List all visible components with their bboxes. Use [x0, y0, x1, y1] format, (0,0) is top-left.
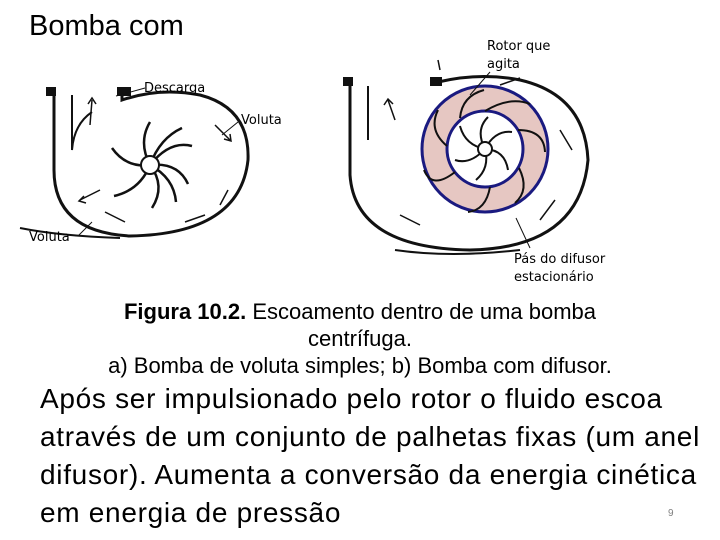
label-descarga: Descarga	[144, 81, 205, 96]
rotor-hub	[478, 142, 492, 156]
pump-diagram: Descarga Voluta Voluta	[0, 0, 720, 300]
label-rotor-line2: agita	[487, 57, 520, 72]
label-voluta-top: Voluta	[241, 113, 282, 128]
caption-text-line1: Escoamento dentro de uma bomba	[246, 299, 596, 324]
impeller-hub	[141, 156, 159, 174]
label-rotor-line1: Rotor que	[487, 39, 550, 54]
caption-line2: centrífuga.	[30, 325, 690, 352]
body-paragraph: Após ser impulsionado pelo rotor o fluid…	[40, 380, 700, 532]
caption-line1: Figura 10.2. Escoamento dentro de uma bo…	[30, 298, 690, 325]
figure-caption: Figura 10.2. Escoamento dentro de uma bo…	[30, 298, 690, 379]
label-pas-line1: Pás do difusor	[514, 252, 606, 267]
caption-line3: a) Bomba de voluta simples; b) Bomba com…	[30, 352, 690, 379]
label-pas-line2: estacionário	[514, 270, 594, 285]
volute-pump	[20, 87, 248, 238]
page-number: 9	[668, 508, 674, 519]
caption-figure-label: Figura 10.2.	[124, 299, 246, 324]
label-voluta-bottom: Voluta	[29, 230, 70, 245]
